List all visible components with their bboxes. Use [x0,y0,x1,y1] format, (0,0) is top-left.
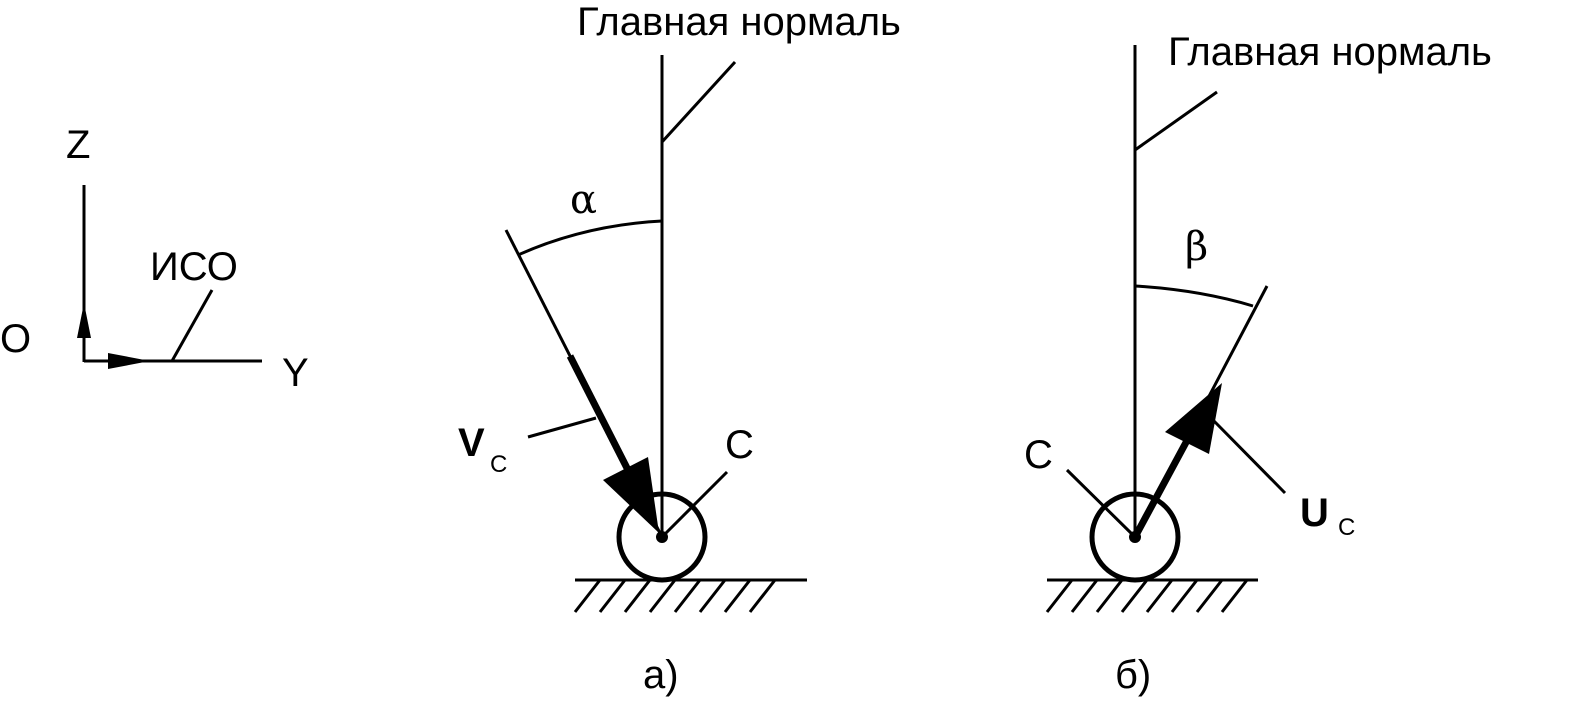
relative-velocity-label: U [1300,491,1329,535]
normal-leader-line [660,60,737,144]
coordinate-frame: Z Y O ИСО [0,123,309,395]
angle-alpha-label: α [570,177,597,223]
angle-beta-arc [1134,284,1254,308]
ground-hatching [1045,579,1249,613]
principal-normal-label: Главная нормаль [1168,30,1492,74]
relative-velocity-subscript: C [1338,514,1355,541]
relative-velocity-arrow-head [1165,383,1222,454]
relative-velocity-shaft [1131,433,1194,539]
angle-beta-label: β [1185,224,1208,270]
ground-hatching [573,579,777,613]
caption-b: б) [1115,653,1151,697]
velocity-subscript: C [490,451,507,478]
y-arrow-head [108,353,150,369]
panel-b: Главная нормаль β U C C б) [1024,30,1492,697]
z-axis-label: Z [66,123,90,167]
origin-label: O [0,317,31,361]
point-c-label: C [1024,433,1053,477]
y-axis-label: Y [282,351,309,395]
frame-leader-line [170,289,214,362]
caption-a: а) [643,653,679,697]
principal-normal-label: Главная нормаль [577,0,901,44]
point-c-leader-line [660,470,729,539]
z-arrow-head [77,303,91,338]
frame-label: ИСО [150,245,238,289]
panel-a: Главная нормаль α V C C а) [458,0,901,697]
normal-leader-line [1134,90,1218,152]
point-c-label: C [725,423,754,467]
angle-alpha-arc [517,219,663,257]
relative-velocity-leader-line [1211,418,1287,495]
velocity-label: V [458,421,485,465]
velocity-arrow-head [603,457,659,533]
point-c-leader-line [1065,468,1137,539]
velocity-vector-shaft [566,354,633,474]
velocity-leader-line [527,416,597,439]
